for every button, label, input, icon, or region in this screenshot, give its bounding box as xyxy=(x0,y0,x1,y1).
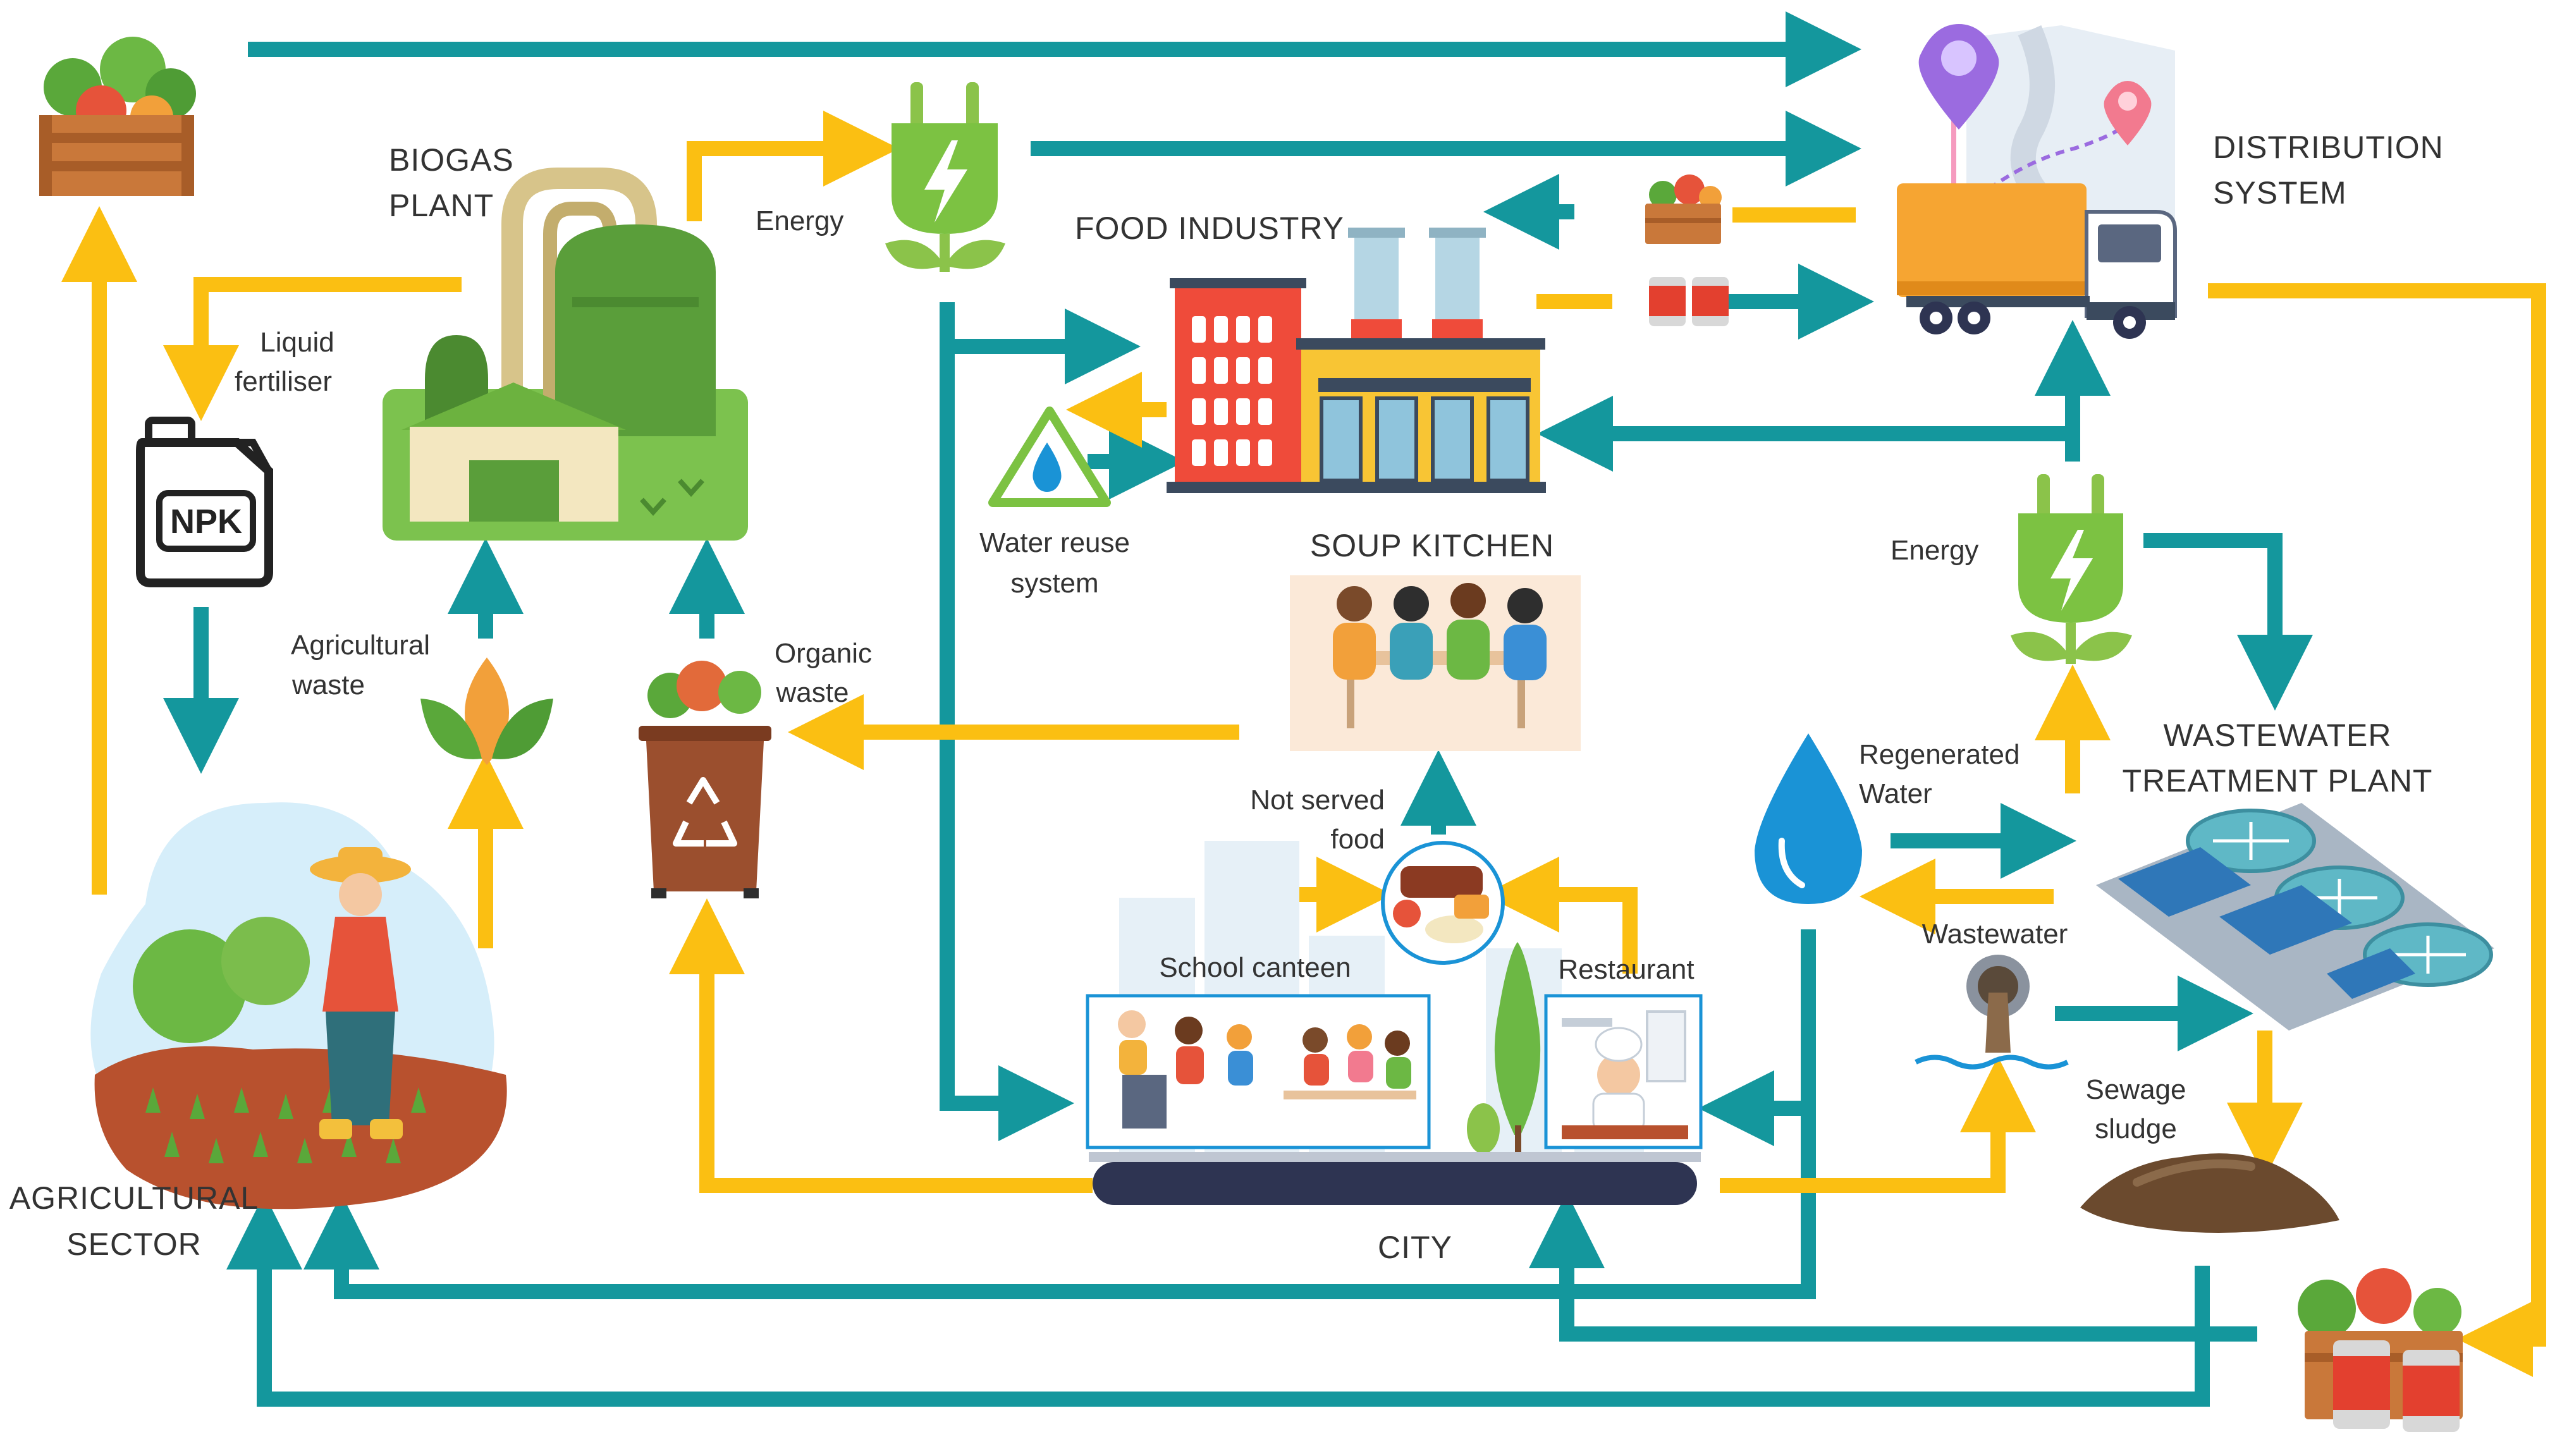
flow-bottom-loop-to-agri xyxy=(226,1194,2210,1407)
biogas-plant-label-line1: BIOGAS xyxy=(389,142,514,178)
not-served-food-plate-icon xyxy=(1381,841,1505,965)
wastewater-label: Wastewater xyxy=(1922,919,2068,950)
soup-kitchen-icon xyxy=(1290,575,1581,751)
wwtp-label-line1: WASTEWATER xyxy=(2164,718,2392,753)
tomato-cans-icon xyxy=(1649,277,1729,326)
sewage-sludge-label-line2: sludge xyxy=(2095,1113,2177,1144)
school-canteen-scene xyxy=(1118,1010,1416,1129)
flow-products-to-city xyxy=(1529,1192,2257,1342)
agricultural-waste-label-line2: waste xyxy=(291,670,365,700)
flow-energy-to-food-industry xyxy=(940,302,1141,384)
water-reuse-icon xyxy=(988,407,1111,507)
processed-products-icon xyxy=(2298,1268,2463,1432)
flow-city-to-organic-waste xyxy=(669,898,1093,1193)
agricultural-sector-icon xyxy=(90,802,507,1209)
sewage-sludge-label-line1: Sewage xyxy=(2085,1074,2186,1105)
wastewater-pipe-icon xyxy=(1915,955,2069,1070)
energy-right-label: Energy xyxy=(1891,535,1978,566)
energy-plug-icon xyxy=(885,82,1005,272)
sewage-sludge-icon xyxy=(2080,1153,2339,1233)
flow-city-to-wastewater xyxy=(1720,1056,2036,1193)
water-reuse-label-line2: system xyxy=(1010,568,1098,599)
city-label: CITY xyxy=(1378,1230,1452,1265)
not-served-food-label-line1: Not served xyxy=(1250,785,1385,816)
npk-jug-icon: NPK xyxy=(136,417,273,587)
small-crate-icon xyxy=(1645,174,1722,244)
regenerated-water-label-line1: Regenerated xyxy=(1859,739,2020,770)
biogas-plant-icon xyxy=(383,168,748,541)
liquid-fertiliser-label-line1: Liquid xyxy=(260,327,334,358)
flow-distribution-to-products xyxy=(2208,283,2546,1377)
agricultural-sector-label-line2: SECTOR xyxy=(66,1227,201,1262)
food-industry-factory-icon xyxy=(1167,228,1546,493)
school-canteen-label: School canteen xyxy=(1159,952,1351,983)
energy-plug-right-icon xyxy=(2011,474,2132,664)
restaurant-label: Restaurant xyxy=(1558,954,1694,985)
tree-icon xyxy=(1467,942,1541,1154)
flow-biogas-to-fertiliser xyxy=(163,277,462,421)
flow-water-to-city xyxy=(1698,929,1816,1146)
water-reuse-label-line1: Water reuse xyxy=(979,527,1130,558)
vegetable-crate-icon xyxy=(39,37,196,196)
flow-water-to-agri-sector xyxy=(303,1108,1816,1299)
distribution-system-label-line1: DISTRIBUTION xyxy=(2213,130,2444,165)
agricultural-waste-leaves-icon xyxy=(420,658,553,765)
biogas-plant-label-line2: PLANT xyxy=(389,188,494,223)
soup-kitchen-label: SOUP KITCHEN xyxy=(1310,528,1554,563)
flow-biogas-to-energy xyxy=(687,111,899,221)
distribution-system-label-line2: SYSTEM xyxy=(2213,175,2347,211)
organic-waste-label-line2: waste xyxy=(776,677,849,708)
organic-waste-label-line1: Organic xyxy=(775,638,872,669)
agricultural-sector-label-line1: AGRICULTURAL xyxy=(9,1180,259,1216)
flow-restaurant-to-not-served-food xyxy=(1483,857,1638,974)
labels: BIOGAS PLANT Liquid fertiliser Energy FO… xyxy=(9,130,2444,1265)
regenerated-water-label-line2: Water xyxy=(1859,778,1932,809)
wastewater-treatment-plant-icon xyxy=(2096,803,2494,1031)
not-served-food-label-line2: food xyxy=(1330,824,1385,855)
organic-waste-bin-icon xyxy=(639,661,771,898)
food-industry-label: FOOD INDUSTRY xyxy=(1075,211,1344,246)
liquid-fertiliser-label-line2: fertiliser xyxy=(235,366,332,397)
flow-energy-right-to-wwtp xyxy=(2143,533,2313,711)
wwtp-label-line2: TREATMENT PLANT xyxy=(2123,763,2433,798)
restaurant-scene xyxy=(1562,1010,1688,1139)
water-drop-icon xyxy=(1755,733,1862,904)
city-icon xyxy=(1086,841,1703,1205)
agricultural-waste-label-line1: Agricultural xyxy=(291,630,430,661)
distribution-truck-icon xyxy=(1897,24,2177,339)
energy-top-label: Energy xyxy=(756,205,843,236)
flow-arrows xyxy=(61,11,2546,1407)
npk-label: NPK xyxy=(170,503,242,541)
flow-energy-to-city xyxy=(940,346,1074,1141)
